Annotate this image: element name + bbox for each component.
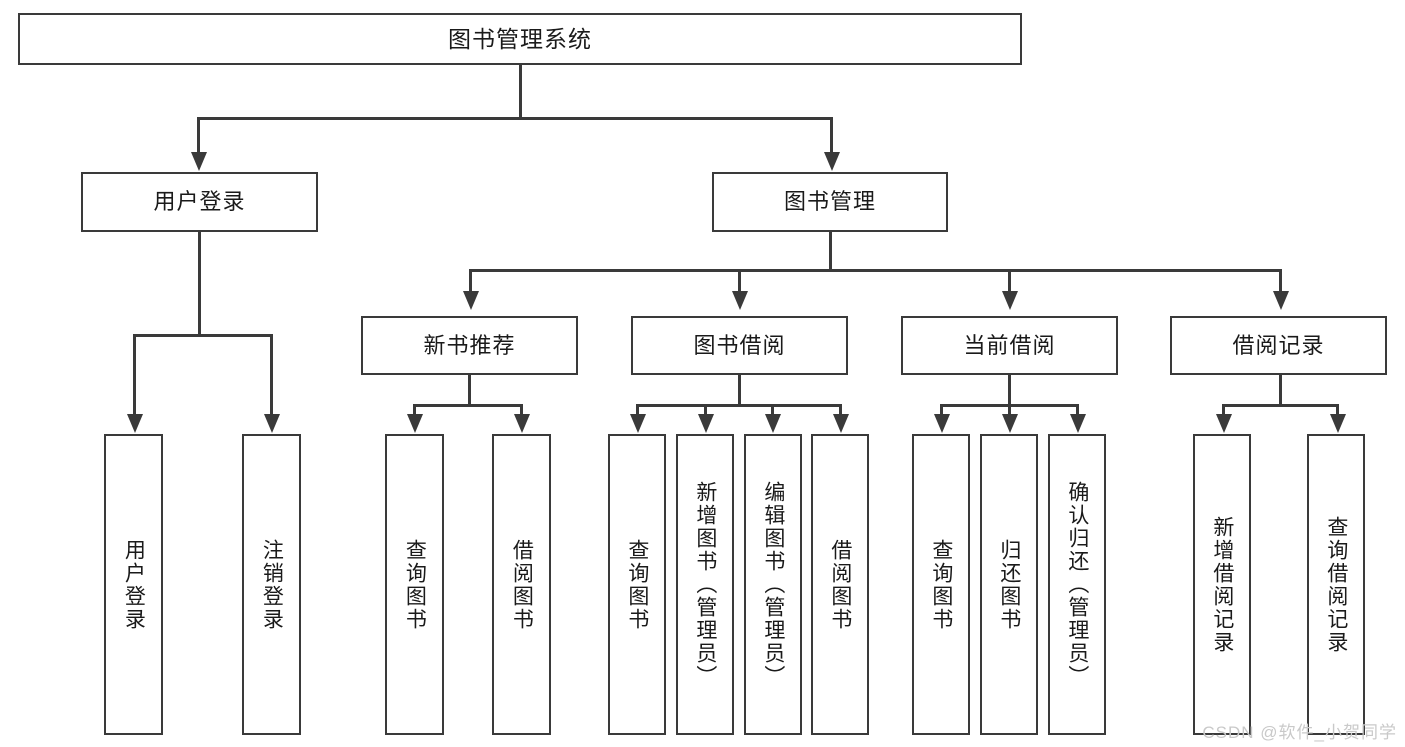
node-label: 注销登录	[260, 538, 284, 631]
arrow-icon-bb-leaf-3	[765, 414, 781, 433]
node-current-borrow[interactable]: 当前借阅	[901, 316, 1118, 375]
edge-drop-bb-leaf-4	[839, 404, 842, 418]
node-leaf-bb-borrow-book[interactable]: 借阅图书	[811, 434, 869, 735]
node-leaf-user-login[interactable]: 用户登录	[104, 434, 163, 735]
arrow-icon-current-borrow	[1002, 291, 1018, 310]
node-label: 当前借阅	[963, 332, 1056, 358]
edge-drop-current-borrow	[1008, 269, 1011, 294]
arrow-icon-to-book-management	[824, 152, 840, 171]
arrow-icon-br-leaf-1	[1216, 414, 1232, 433]
edge-drop-cb-leaf-2	[1008, 404, 1011, 418]
arrow-icon-cb-leaf-1	[934, 414, 950, 433]
arrow-icon-cb-leaf-2	[1002, 414, 1018, 433]
edge-drop-br-leaf-2	[1336, 404, 1339, 418]
edge-book-management-stem	[829, 232, 832, 272]
arrow-icon-bb-leaf-1	[630, 414, 646, 433]
edge-book-management-bus	[469, 269, 1282, 272]
node-new-book-recommend[interactable]: 新书推荐	[361, 316, 578, 375]
edge-drop-bb-leaf-2	[704, 404, 707, 418]
edge-root-drop-book-management	[830, 117, 833, 155]
arrow-icon-borrow-record	[1273, 291, 1289, 310]
node-leaf-cb-return-book[interactable]: 归还图书	[980, 434, 1038, 735]
arrow-icon-new-book-recommend	[463, 291, 479, 310]
node-label: 新书推荐	[423, 332, 516, 358]
node-borrow-record[interactable]: 借阅记录	[1170, 316, 1387, 375]
node-leaf-bb-add-book-admin[interactable]: 新增图书（管理员）	[676, 434, 734, 735]
node-label: 新增图书（管理员）	[693, 481, 717, 688]
node-label: 用户登录	[122, 538, 146, 631]
node-leaf-bb-query-book[interactable]: 查询图书	[608, 434, 666, 735]
node-label: 查询图书	[625, 538, 649, 631]
arrow-icon-bb-leaf-4	[833, 414, 849, 433]
node-leaf-nbr-query-book[interactable]: 查询图书	[385, 434, 444, 735]
edge-drop-borrow-record	[1279, 269, 1282, 294]
arrow-icon-book-borrow	[732, 291, 748, 310]
edge-root-drop-user-login	[197, 117, 200, 155]
node-leaf-bb-edit-book-admin[interactable]: 编辑图书（管理员）	[744, 434, 802, 735]
node-label: 借阅记录	[1232, 332, 1325, 358]
node-leaf-cb-query-book[interactable]: 查询图书	[912, 434, 970, 735]
edge-new-book-recommend-stem	[468, 375, 471, 406]
node-label: 图书管理	[783, 189, 876, 215]
edge-book-borrow-bus	[636, 404, 842, 407]
node-label: 图书借阅	[693, 332, 786, 358]
edge-user-login-stem	[198, 232, 201, 336]
node-label: 用户登录	[153, 189, 246, 215]
arrow-icon-nbr-leaf-2	[514, 414, 530, 433]
edge-borrow-record-bus	[1222, 404, 1339, 407]
node-label: 借阅图书	[828, 538, 852, 631]
arrow-icon-cb-leaf-3	[1070, 414, 1086, 433]
edge-drop-nbr-leaf-1	[413, 404, 416, 418]
node-label: 查询图书	[929, 538, 953, 631]
edge-root-stem	[519, 65, 522, 118]
node-leaf-logout[interactable]: 注销登录	[242, 434, 301, 735]
node-label: 查询借阅记录	[1324, 515, 1348, 654]
arrow-icon-bb-leaf-2	[698, 414, 714, 433]
node-leaf-br-query-record[interactable]: 查询借阅记录	[1307, 434, 1365, 735]
arrow-icon-user-login-leaf-2	[264, 414, 280, 433]
edge-borrow-record-stem	[1279, 375, 1282, 406]
node-label: 新增借阅记录	[1210, 515, 1234, 654]
node-label: 查询图书	[403, 538, 427, 631]
edge-current-borrow-stem	[1008, 375, 1011, 406]
edge-drop-user-login-leaf-1	[133, 334, 136, 418]
edge-drop-nbr-leaf-2	[520, 404, 523, 418]
node-leaf-br-add-record[interactable]: 新增借阅记录	[1193, 434, 1251, 735]
node-label: 编辑图书（管理员）	[761, 481, 785, 688]
edge-drop-br-leaf-1	[1222, 404, 1225, 418]
node-leaf-cb-confirm-return-admin[interactable]: 确认归还（管理员）	[1048, 434, 1106, 735]
node-label: 确认归还（管理员）	[1065, 481, 1089, 688]
node-book-borrow[interactable]: 图书借阅	[631, 316, 848, 375]
node-label: 图书管理系统	[448, 25, 592, 52]
edge-drop-new-book-recommend	[469, 269, 472, 294]
node-label: 归还图书	[997, 538, 1021, 631]
edge-drop-bb-leaf-1	[636, 404, 639, 418]
edge-root-bus	[197, 117, 833, 120]
edge-drop-cb-leaf-1	[940, 404, 943, 418]
node-leaf-nbr-borrow-book[interactable]: 借阅图书	[492, 434, 551, 735]
edge-new-book-recommend-bus	[413, 404, 523, 407]
edge-drop-user-login-leaf-2	[270, 334, 273, 418]
arrow-icon-to-user-login	[191, 152, 207, 171]
node-book-management[interactable]: 图书管理	[712, 172, 948, 232]
edge-drop-bb-leaf-3	[771, 404, 774, 418]
edge-drop-cb-leaf-3	[1076, 404, 1079, 418]
arrow-icon-user-login-leaf-1	[127, 414, 143, 433]
edge-book-borrow-stem	[738, 375, 741, 406]
node-label: 借阅图书	[510, 538, 534, 631]
arrow-icon-nbr-leaf-1	[407, 414, 423, 433]
node-user-login[interactable]: 用户登录	[81, 172, 318, 232]
edge-user-login-bus	[133, 334, 273, 337]
node-root-book-management-system[interactable]: 图书管理系统	[18, 13, 1022, 65]
edge-drop-book-borrow	[738, 269, 741, 294]
arrow-icon-br-leaf-2	[1330, 414, 1346, 433]
